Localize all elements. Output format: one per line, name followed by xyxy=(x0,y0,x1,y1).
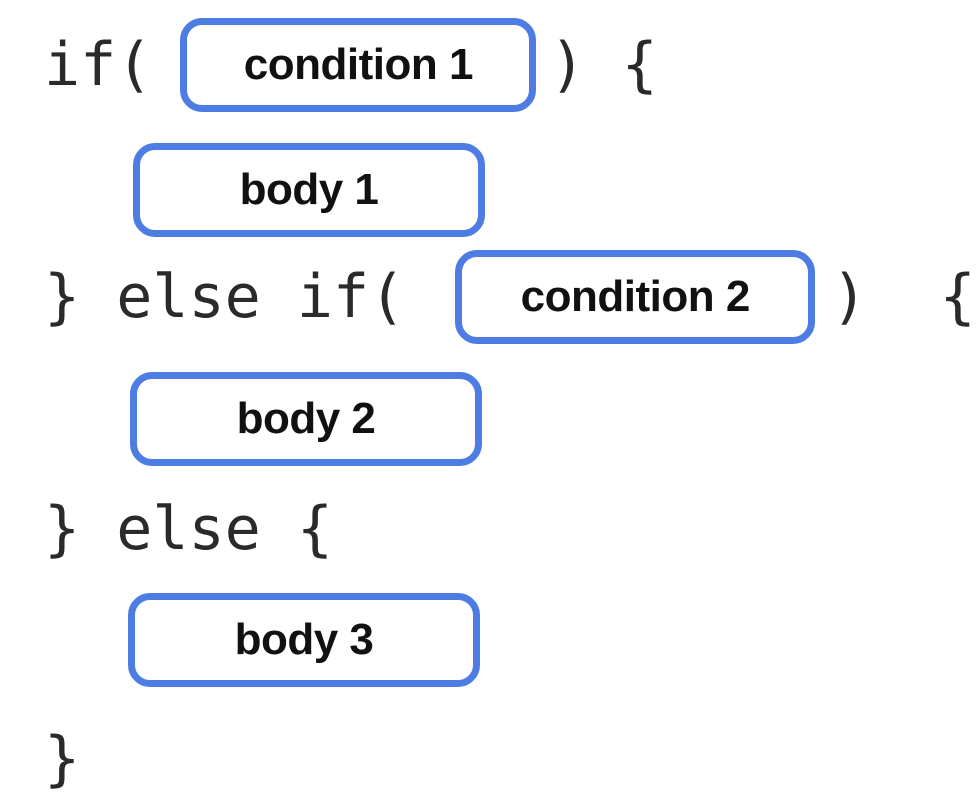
code-line-2: body 1 xyxy=(133,143,485,237)
body-3-label: body 3 xyxy=(234,615,374,664)
condition-1-slot: condition 1 xyxy=(180,18,537,112)
code-if-open: if( xyxy=(44,30,153,100)
code-line-5: } else { xyxy=(44,498,333,560)
code-line-3-close: ) { xyxy=(831,262,976,332)
code-line-6: body 3 xyxy=(128,593,480,687)
code-else-open: } else { xyxy=(44,494,333,564)
body-2-label: body 2 xyxy=(236,394,376,443)
code-final-brace: } xyxy=(44,724,81,794)
body-2-slot: body 2 xyxy=(130,372,482,466)
code-line-1: if( condition 1 ) { xyxy=(44,18,658,112)
condition-2-label: condition 2 xyxy=(520,272,751,321)
condition-2-slot: condition 2 xyxy=(455,250,816,344)
body-3-slot: body 3 xyxy=(128,593,480,687)
body-1-slot: body 1 xyxy=(133,143,485,237)
code-line-4: body 2 xyxy=(130,372,482,466)
code-line-7: } xyxy=(44,728,80,790)
body-1-label: body 1 xyxy=(239,165,379,214)
condition-1-label: condition 1 xyxy=(243,40,474,89)
code-else-if-open: } else if( xyxy=(44,262,406,332)
code-line-1-close: ) { xyxy=(549,30,658,100)
code-line-3: } else if( condition 2 ) { xyxy=(44,250,976,344)
